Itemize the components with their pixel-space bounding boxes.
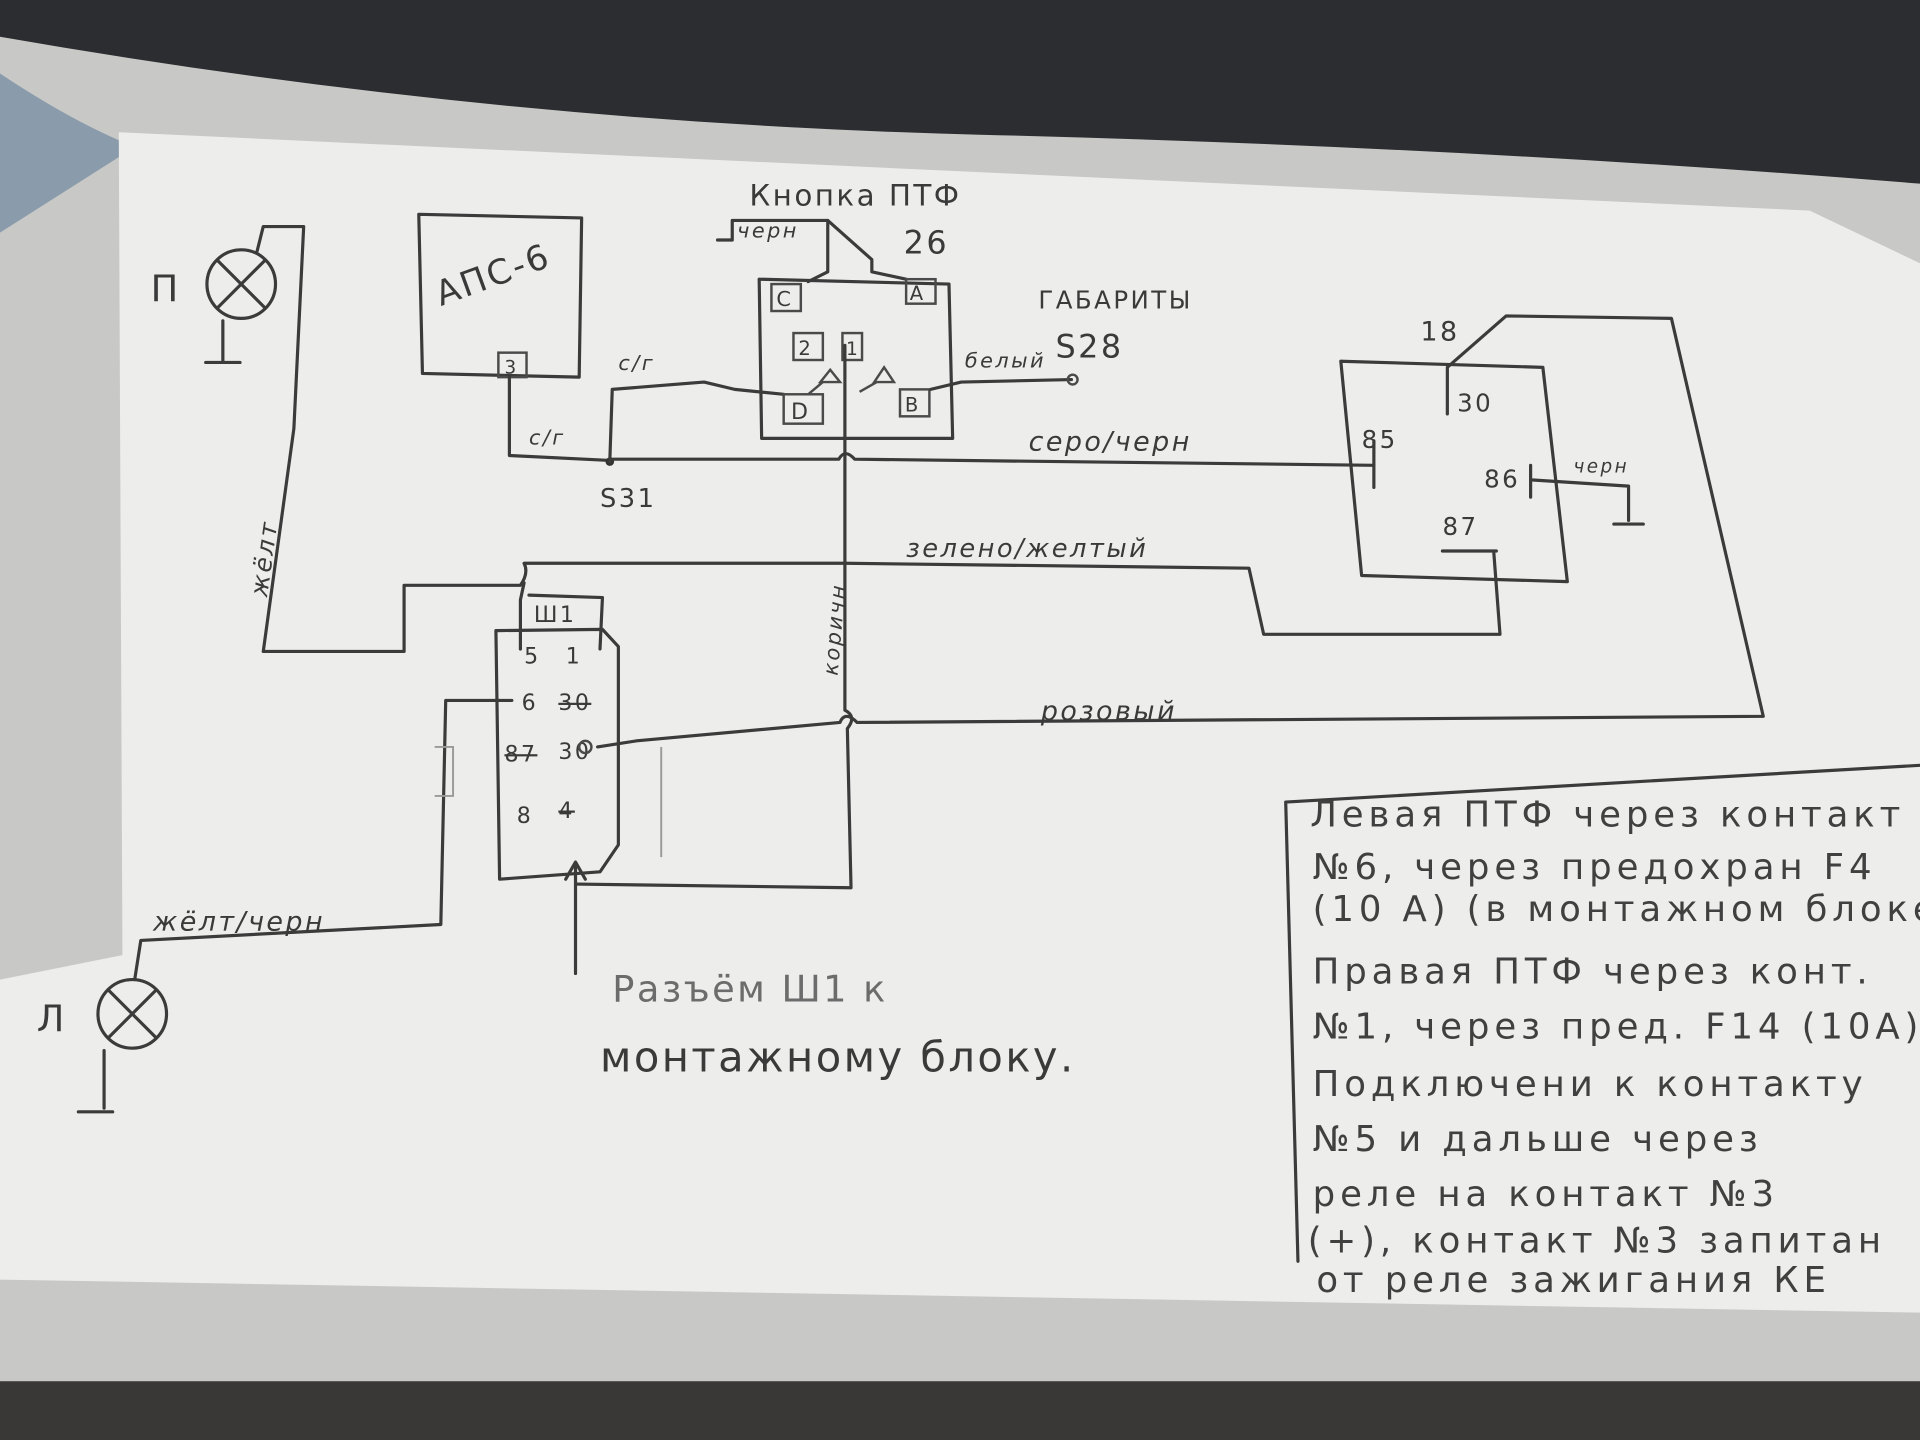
conn-pin-6: 6 <box>522 691 538 716</box>
note-line: реле на контакт №3 <box>1313 1174 1779 1215</box>
connector-label: Ш1 <box>534 603 576 628</box>
keyboard <box>0 0 1920 184</box>
wire-yellow-black-label: жёлт/черн <box>152 907 325 938</box>
pin-b-label: B <box>905 393 921 416</box>
button-ground-label: черн <box>737 219 799 243</box>
aps-pin-label: 3 <box>504 357 518 378</box>
note-line: №5 и дальше через <box>1313 1119 1763 1160</box>
led-diode-icon <box>807 365 897 396</box>
gabarity-label: ГАБАРИТЫ <box>1038 286 1192 315</box>
wire-sg-button <box>608 380 786 464</box>
note-line: Левая ПТФ через контакт <box>1310 795 1905 836</box>
wire-sg-label-1: с/г <box>529 425 566 449</box>
wire-white-label: белый <box>965 348 1046 372</box>
lamp-right-label: П <box>151 267 181 310</box>
pin-d-label: D <box>791 400 810 425</box>
note-line: Правая ПТФ через конт. <box>1313 951 1873 992</box>
lamp-left-label: Л <box>37 997 67 1040</box>
button-pins: C A 2 1 D B <box>770 277 937 425</box>
wire-yellow <box>255 224 1502 654</box>
relay-number: 18 <box>1420 316 1459 347</box>
lamp-right-symbol <box>204 248 278 365</box>
note-line: №1, через пред. F14 (10А) <box>1313 1006 1920 1047</box>
wire-white <box>929 378 1074 391</box>
relay-pin-85: 85 <box>1362 425 1398 454</box>
pin-c-label: C <box>776 287 793 311</box>
note-box-border <box>1284 763 1920 1263</box>
blue-cloth <box>0 73 135 233</box>
caption-arrow-icon <box>564 860 587 976</box>
wire-green-yellow-label: зелено/желтый <box>906 534 1148 564</box>
note-text: Левая ПТФ через контакт №6, через предох… <box>1308 795 1920 1301</box>
note-line: №6, через предохран F4 <box>1313 847 1877 888</box>
caption-line-1: Разъём Ш1 к <box>612 968 888 1011</box>
relay-body <box>1339 359 1569 584</box>
note-line: (10 А) (в монтажном блоке) <box>1313 889 1920 930</box>
relay-pin-86: 86 <box>1484 464 1520 493</box>
wire-pink <box>595 314 1765 749</box>
node-s28-dot <box>1066 373 1079 386</box>
conn-pin-4-crossed: 4 <box>558 799 574 824</box>
wire-yellow-black <box>133 698 514 982</box>
note-line: от реле зажигания КЕ <box>1316 1260 1830 1301</box>
conn-pin-30-crossed: 30 <box>558 691 591 716</box>
button-number: 26 <box>904 223 949 261</box>
button-internal-wire <box>806 218 830 284</box>
conn-pin-87-crossed: 87 <box>504 743 537 768</box>
node-s31-label: S31 <box>600 484 656 514</box>
pin-1-label: 1 <box>846 339 860 360</box>
conn-pin-8: 8 <box>517 804 533 829</box>
relay-pin-87: 87 <box>1442 512 1478 541</box>
wire-grey-black-label: серо/черн <box>1029 427 1192 458</box>
wire-sg-label-2: с/г <box>618 351 655 375</box>
relay-pin-30: 30 <box>1457 388 1493 417</box>
connector-sh1-body <box>494 627 620 881</box>
button-ptf-body <box>757 277 955 440</box>
conn-pin-1: 1 <box>566 645 582 670</box>
button-title: Кнопка ПТФ <box>749 179 961 213</box>
note-line: Подключени к контакту <box>1313 1064 1868 1105</box>
pin-2-label: 2 <box>798 337 813 360</box>
relay-86-ground <box>1529 463 1645 526</box>
wire-sg-aps <box>507 375 612 462</box>
wire-pink-label: розовый <box>1040 696 1177 727</box>
connector-feed-wires <box>518 581 605 651</box>
aps-pin-box <box>497 351 528 379</box>
relay-ground-label: черн <box>1573 457 1629 478</box>
conn-pin-5: 5 <box>524 645 540 670</box>
erased-pencil-lines <box>434 745 663 858</box>
caption-line-2: монтажному блоку. <box>600 1032 1076 1081</box>
note-line: (+), контакт №3 запитан <box>1308 1221 1886 1262</box>
desk-edge <box>0 1381 1920 1440</box>
node-s28-label: S28 <box>1056 328 1124 366</box>
pin-a-label: A <box>910 282 926 305</box>
lamp-left-symbol <box>76 978 169 1114</box>
aps-6-unit <box>417 212 584 379</box>
conn-pin-30-terminal <box>577 739 593 755</box>
